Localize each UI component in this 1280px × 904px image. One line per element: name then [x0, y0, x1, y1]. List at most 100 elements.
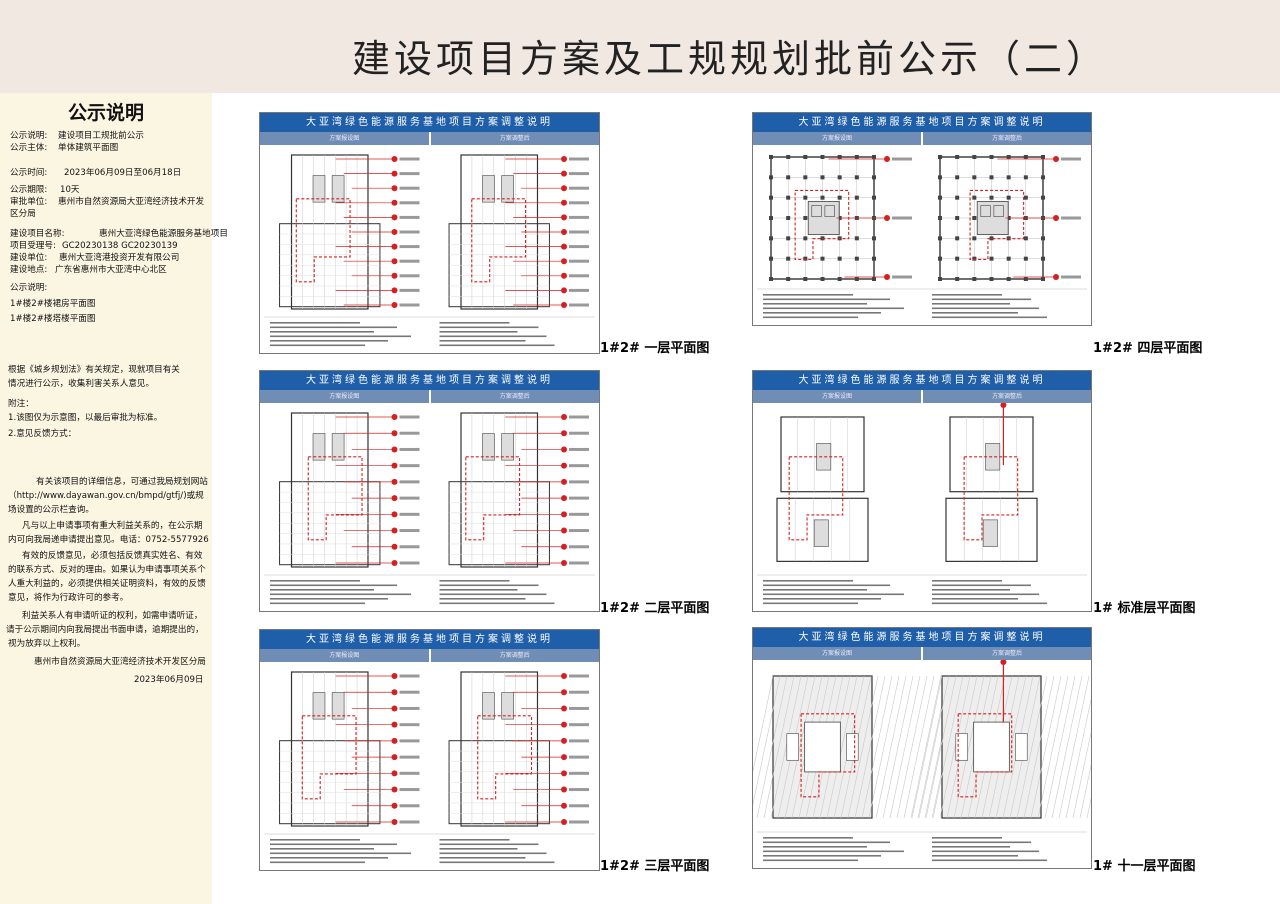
callout-note — [569, 215, 589, 219]
drawing-sheet: 大亚湾绿色能源服务基地项目方案调整说明方案报设图方案调整后 — [752, 370, 1092, 612]
callout-note — [569, 496, 589, 500]
note-line — [270, 602, 365, 605]
note-line — [932, 584, 1031, 587]
note-line — [763, 584, 890, 587]
callout-marker — [391, 170, 398, 177]
callout-note — [399, 690, 420, 694]
callout-marker — [391, 786, 398, 793]
callout-marker — [561, 737, 567, 744]
callout-note — [399, 172, 420, 176]
callout-note — [399, 496, 420, 500]
callout-note — [399, 706, 420, 710]
callout-note — [569, 820, 589, 824]
note-line — [763, 855, 881, 857]
sheet-right-tab: 方案调整后 — [923, 132, 1091, 145]
callout-marker — [561, 673, 567, 679]
callout-note — [399, 561, 420, 565]
callout-marker — [391, 754, 398, 761]
callout-marker — [561, 199, 567, 206]
callout-note — [892, 216, 912, 220]
callout-marker — [391, 258, 398, 265]
callout-note — [399, 215, 420, 219]
callout-note — [399, 512, 420, 516]
note-line — [763, 846, 867, 848]
callout-marker — [391, 414, 398, 420]
note-line — [439, 861, 555, 864]
sheet-left-tab: 方案报设图 — [753, 390, 921, 403]
note-line — [270, 843, 397, 846]
note-line — [439, 344, 555, 347]
callout-note — [399, 723, 420, 727]
callout-note — [569, 771, 589, 775]
sheet-header: 大亚湾绿色能源服务基地项目方案调整说明 — [260, 371, 599, 390]
callout-note — [569, 512, 589, 516]
callout-marker — [391, 243, 398, 250]
callout-marker — [561, 170, 567, 177]
sheet-drawing — [264, 671, 595, 864]
callout-note — [569, 788, 589, 792]
callout-marker — [884, 215, 890, 221]
notice-row-value: 惠州市自然资源局大亚湾经济技术开发 — [58, 197, 205, 207]
callout-note — [1061, 216, 1081, 220]
callout-note — [399, 739, 420, 743]
callout-marker — [561, 156, 567, 162]
notice-row-value: 1#楼2#楼塔楼平面图 — [10, 314, 96, 324]
note-line — [439, 848, 518, 850]
drawing-sheet: 大亚湾绿色能源服务基地项目方案调整说明方案报设图方案调整后 — [752, 627, 1092, 869]
callout-marker — [561, 185, 567, 192]
notice-body-line: 的联系方式、反对的理由。如果认为申请事项关系个 — [8, 565, 206, 575]
note-line — [270, 584, 397, 587]
note-line — [932, 841, 1031, 844]
notice-body-line: 请于公示期间内向我局提出书面申请，逾期提出的， — [6, 625, 204, 635]
note-line — [270, 839, 360, 841]
callout-note — [399, 674, 420, 678]
sheet-right-tab: 方案调整后 — [430, 649, 599, 662]
sheet-header: 大亚湾绿色能源服务基地项目方案调整说明 — [753, 628, 1091, 647]
notice-row-value: 区分局 — [10, 209, 36, 219]
notice-body-line: 凡与以上申请事项有重大利益关系的，在公示期 — [22, 521, 203, 531]
callout-note — [399, 804, 420, 808]
callout-note — [399, 288, 420, 292]
notice-row-label: 建设项目名称: — [10, 229, 65, 239]
notice-body-line: 情况进行公示，收集利害关系人意见。 — [8, 379, 155, 389]
notice-row-value: 2023年06月09日至06月18日 — [64, 168, 182, 178]
callout-marker — [884, 274, 890, 280]
notice-row: 审批单位:惠州市自然资源局大亚湾经济技术开发 — [10, 196, 204, 208]
note-line — [763, 837, 853, 839]
notice-row-value: 惠州大亚湾港投资开发有限公司 — [59, 253, 180, 263]
callout-marker — [561, 272, 567, 279]
callout-note — [569, 245, 589, 249]
notice-row-value: GC20230138 GC20230139 — [62, 241, 178, 251]
callout-note — [569, 545, 589, 549]
callout-marker — [391, 272, 398, 279]
floor-plan — [911, 675, 1091, 819]
notice-body-line: 惠州市自然资源局大亚湾经济技术开发区分局 — [34, 657, 206, 667]
notice-row: 建设项目名称:惠州大亚湾绿色能源服务基地项目 — [10, 228, 228, 240]
callout-note — [399, 464, 420, 468]
note-line — [932, 850, 1039, 853]
callout-marker — [561, 802, 567, 809]
change-outline — [788, 456, 844, 541]
callout-marker — [391, 819, 398, 825]
notice-row-value: 10天 — [60, 185, 80, 195]
callout-marker — [561, 689, 567, 696]
callout-note — [399, 529, 420, 533]
callout-marker — [391, 430, 398, 437]
change-outline — [465, 456, 521, 541]
change-outline — [307, 456, 363, 541]
callout-note — [569, 157, 589, 161]
callout-marker — [561, 430, 567, 437]
note-line — [932, 855, 1018, 857]
callout-marker — [391, 802, 398, 809]
callout-note — [569, 201, 589, 205]
callout-marker — [391, 495, 398, 502]
callout-note — [569, 480, 589, 484]
callout-marker — [391, 446, 398, 453]
callout-note — [399, 480, 420, 484]
callout-marker — [561, 721, 567, 728]
notice-row: 公示期限:10天 — [10, 184, 80, 196]
note-line — [932, 298, 1031, 301]
note-line — [932, 593, 1039, 596]
note-line — [932, 589, 1010, 591]
callout-marker — [561, 258, 567, 265]
